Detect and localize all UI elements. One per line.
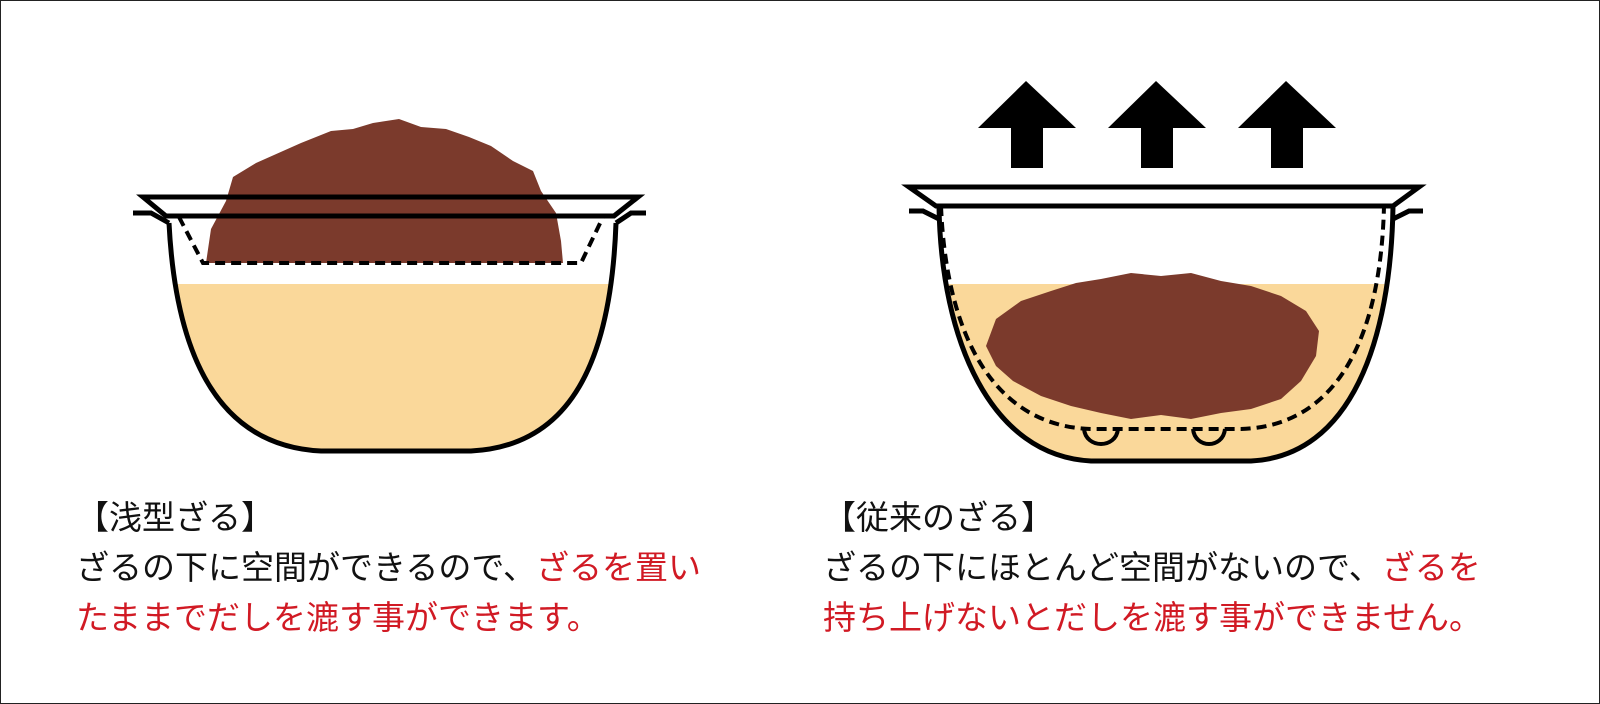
left-handle — [909, 208, 941, 222]
up-arrow-icon — [978, 81, 1076, 168]
shallow-colander-caption: 【浅型ざる】 ざるの下に空間ができるので、ざるを置い たままでだしを漉す事ができ… — [76, 493, 701, 643]
caption-text: ざるの下に空間ができるので、 — [76, 548, 537, 587]
conventional-colander-caption: 【従来のざる】 ざるの下にほとんど空間がないので、ざるを 持ち上げないとだしを漉… — [823, 493, 1482, 643]
caption-text: ざるの下にほとんど空間がないので、 — [823, 548, 1382, 587]
shallow-colander-bowl — [133, 119, 646, 454]
caption-highlight: ざるを — [1381, 548, 1481, 587]
right-handle — [614, 210, 646, 226]
caption-highlight: 持ち上げないとだしを漉す事ができません。 — [823, 598, 1483, 637]
colander-foot — [1191, 428, 1227, 446]
colander-rim — [136, 194, 646, 219]
bowl-outline — [936, 205, 1396, 464]
right-handle — [1391, 208, 1423, 222]
up-arrow-icon — [1108, 81, 1206, 168]
left-handle — [133, 210, 171, 226]
colander-basket-dashed — [939, 205, 1386, 431]
coffee-grounds-blob — [986, 273, 1319, 419]
caption-highlight: ざるを置い — [536, 548, 702, 587]
caption-title: 【従来のざる】 — [823, 498, 1054, 537]
coffee-grounds-mound — [206, 119, 563, 263]
conventional-colander-bowl — [901, 81, 1427, 464]
up-arrow-icon — [1238, 81, 1336, 168]
bowl-outline — [166, 222, 619, 454]
colander-rim — [901, 184, 1427, 209]
colander-foot — [1082, 428, 1120, 446]
caption-highlight: たままでだしを漉す事ができます。 — [76, 598, 600, 637]
broth-liquid — [169, 284, 616, 451]
colander-basket-dashed — [177, 216, 605, 265]
caption-title: 【浅型ざる】 — [76, 498, 274, 537]
